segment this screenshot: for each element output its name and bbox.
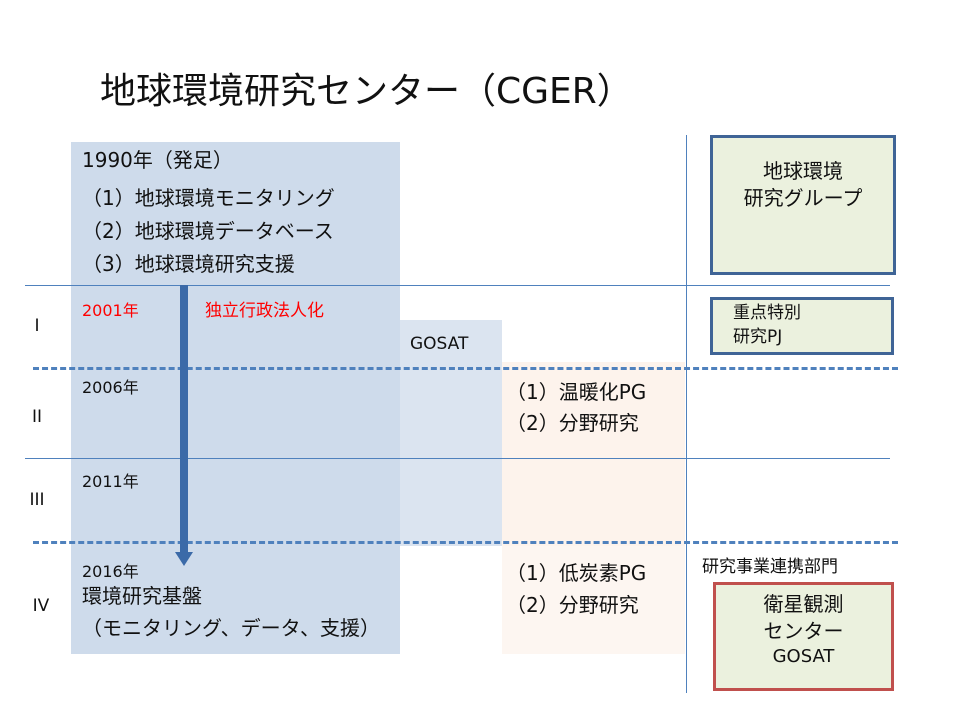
- program-band-period-2: [502, 362, 685, 546]
- satellite-center-line-2: センター: [763, 619, 844, 643]
- research-group-line-2: 研究グループ: [743, 186, 863, 210]
- dashed-divider-2006: [33, 367, 898, 370]
- special-project-line-1: 重点特別: [733, 303, 801, 323]
- vertical-divider: [686, 135, 687, 693]
- gosat-label: GOSAT: [410, 334, 469, 354]
- program-p2-item-2: （2）分野研究: [506, 411, 639, 435]
- period-roman-4: IV: [32, 596, 50, 616]
- special-project-line-2: 研究PJ: [733, 326, 783, 347]
- incorporation-note: 独立行政法人化: [205, 301, 324, 321]
- cger-core-band: [71, 142, 400, 654]
- special-project-box: 重点特別 研究PJ: [710, 297, 894, 355]
- divider-line-2001: [25, 285, 890, 286]
- period-roman-1: I: [34, 316, 40, 336]
- divider-line-2011: [25, 458, 890, 459]
- period-year-2011: 2011年: [82, 472, 139, 491]
- satellite-center-line-1: 衛星観測: [763, 592, 844, 616]
- founding-heading: 1990年（発足）: [82, 148, 233, 172]
- research-group-line-1: 地球環境: [763, 159, 843, 183]
- program-band-period-4: [502, 546, 685, 654]
- period-year-2006: 2006年: [82, 378, 139, 397]
- program-p4-item-1: （1）低炭素PG: [506, 561, 647, 585]
- dashed-divider-2016: [33, 541, 898, 544]
- period-4-line-2: （モニタリング、データ、支援）: [82, 616, 380, 640]
- satellite-center-box: 衛星観測 センター GOSAT: [713, 582, 894, 691]
- timeline-arrow-shaft: [180, 285, 188, 553]
- founding-item-1: （1）地球環境モニタリング: [82, 186, 335, 210]
- period-roman-3: III: [29, 490, 45, 510]
- period-year-2001: 2001年: [82, 301, 139, 320]
- page-title: 地球環境研究センター（CGER）: [100, 71, 633, 112]
- program-p4-item-2: （2）分野研究: [506, 593, 639, 617]
- founding-item-2: （2）地球環境データベース: [82, 219, 334, 243]
- division-label: 研究事業連携部門: [702, 557, 838, 577]
- timeline-arrow-head: [175, 552, 193, 566]
- satellite-center-line-3: GOSAT: [772, 646, 835, 667]
- period-year-2016: 2016年: [82, 562, 139, 581]
- period-4-line-1: 環境研究基盤: [82, 584, 202, 608]
- gosat-band: [400, 320, 502, 546]
- founding-item-3: （3）地球環境研究支援: [82, 252, 295, 276]
- period-roman-2: II: [31, 407, 43, 427]
- research-group-box: 地球環境 研究グループ: [710, 135, 896, 275]
- program-p2-item-1: （1）温暖化PG: [506, 380, 647, 404]
